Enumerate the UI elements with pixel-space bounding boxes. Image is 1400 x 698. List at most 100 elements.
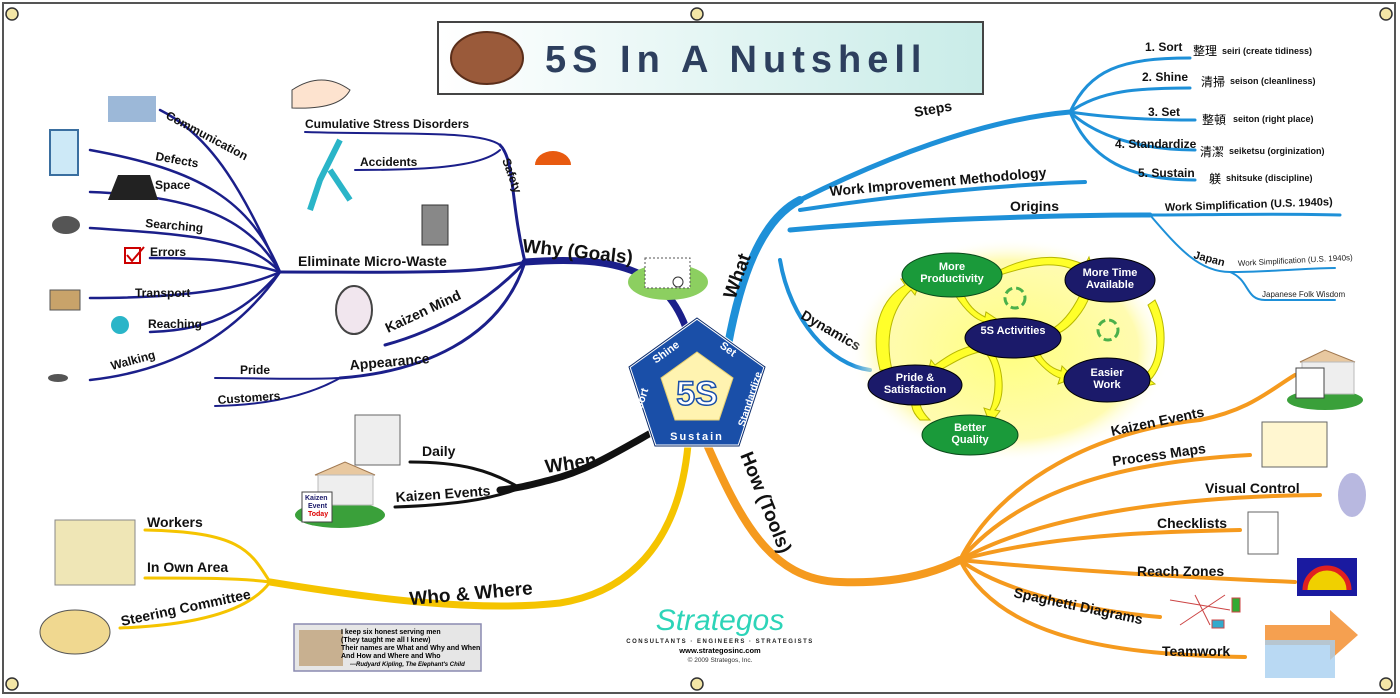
kipling-quote: I keep six honest serving men (They taug… (293, 623, 482, 672)
node-more-productivity: More Productivity (901, 252, 1003, 298)
logo-brand: Strategos (656, 604, 784, 637)
page-title: 5S In A Nutshell (545, 39, 927, 81)
step-romaji: shitsuke (discipline) (1226, 173, 1313, 183)
kipling-portrait (299, 630, 343, 666)
tool-checklists: Checklists (1157, 515, 1227, 531)
workers-label: Workers (147, 514, 203, 530)
node-label: 5S Activities (980, 325, 1046, 337)
step-romaji: seison (cleanliness) (1230, 76, 1316, 86)
node-label: More Productivity (920, 261, 984, 285)
window-icon (49, 129, 79, 176)
teamwork-people-icon (1265, 640, 1335, 678)
grid-floor-icon (108, 175, 158, 200)
quote-line: (They taught me all I knew) (341, 637, 430, 644)
trash-can-icon (421, 204, 449, 246)
node-label: More Time Available (1082, 267, 1138, 291)
step-sort: 1. Sort 整理 seiri (create tidiness) (1145, 40, 1312, 58)
step-romaji: seiri (create tidiness) (1222, 46, 1312, 56)
meeting-table-icon (39, 609, 111, 655)
accidents-label: Accidents (360, 155, 418, 169)
tool-visual-control: Visual Control (1205, 480, 1300, 496)
japan-folk-wisdom: Japanese Folk Wisdom (1262, 290, 1345, 299)
step-romaji: seiton (right place) (1233, 114, 1314, 124)
node-5s-activities: 5S Activities (964, 317, 1062, 359)
reaching-figure-icon (111, 316, 129, 334)
step-romaji: seiketsu (orginization) (1229, 146, 1325, 156)
why-icons (48, 79, 571, 382)
sign-event: Event (308, 503, 328, 510)
sign-kaizen: Kaizen (305, 495, 328, 502)
step-kanji: 躾 (1209, 171, 1221, 186)
quote-attribution: ---Rudyard Kipling, The Elephant's Child (350, 662, 465, 668)
step-kanji: 清掃 (1201, 74, 1225, 89)
step-kanji: 整理 (1193, 43, 1217, 58)
daily-label: Daily (422, 443, 456, 459)
quote-line: Their names are What and Why and When (341, 645, 480, 652)
node-label: Easier Work (1090, 367, 1124, 391)
origins-label: Origins (1010, 198, 1059, 214)
nut-icon (450, 31, 524, 85)
center-5s-node: 5S Shine Set Standardize Sustain Sort (627, 316, 767, 448)
binoculars-icon (52, 216, 80, 234)
cumulative-stress-label: Cumulative Stress Disorders (305, 117, 469, 131)
quote-line: I keep six honest serving men (341, 629, 441, 636)
quote-line: And How and Where and Who (341, 653, 441, 660)
step-label: 3. Set (1148, 105, 1180, 119)
node-label: Pride & Satisfaction (883, 372, 947, 396)
step-kanji: 整頓 (1202, 112, 1226, 127)
node-label: Better Quality (951, 422, 989, 446)
how-icons (1169, 349, 1366, 678)
when-kaizen-events-label: Kaizen Events (395, 482, 491, 505)
kaizen-event-tent-icon: Kaizen Event Today (295, 461, 385, 528)
branch-when (393, 421, 669, 509)
micro-waste-label: Eliminate Micro-Waste (298, 253, 447, 269)
traffic-light-icon (1338, 473, 1366, 517)
node-pride-satisfaction: Pride & Satisfaction (867, 364, 963, 406)
step-shine: 2. Shine 清掃 seison (cleanliness) (1142, 70, 1316, 89)
title-banner: 5S In A Nutshell (437, 21, 984, 95)
reaching-label: Reaching (148, 317, 202, 331)
footprints-icon (48, 374, 68, 382)
errors-label: Errors (150, 245, 186, 259)
checkbox-error-icon (124, 246, 145, 264)
step-label: 4. Standardize (1115, 137, 1197, 151)
customers-label: Customers (217, 389, 281, 407)
soccer-goal-icon (628, 257, 708, 300)
step-sustain: 5. Sustain 躾 shitsuke (discipline) (1138, 166, 1313, 186)
cart-icon (49, 289, 81, 311)
appearance-label: Appearance (349, 350, 430, 373)
transport-label: Transport (135, 286, 190, 300)
dynamics-cycle: More Productivity More Time Available 5S… (850, 238, 1170, 462)
searching-label: Searching (145, 216, 204, 235)
petal-sustain: Sustain (670, 431, 724, 443)
own-area-label: In Own Area (147, 559, 228, 575)
step-set: 3. Set 整頓 seiton (right place) (1148, 105, 1314, 127)
whiteboard-figure-icon (354, 414, 401, 466)
hardhat-icon (535, 151, 571, 165)
step-label: 5. Sustain (1138, 166, 1195, 180)
node-more-time: More Time Available (1064, 257, 1156, 303)
space-label: Space (155, 178, 191, 192)
step-label: 2. Shine (1142, 70, 1188, 84)
logo-copyright: © 2009 Strategos, Inc. (688, 656, 753, 664)
spaghetti-diagram-icon (1169, 594, 1241, 629)
branch-what (724, 56, 1342, 372)
grommets (5, 7, 1393, 691)
logo-url: www.strategosinc.com (678, 646, 761, 655)
step-kanji: 清潔 (1200, 145, 1224, 159)
center-5s-label: 5S (676, 375, 718, 413)
step-label: 1. Sort (1145, 40, 1182, 54)
tool-reach-zones: Reach Zones (1137, 563, 1224, 579)
pride-label: Pride (240, 363, 270, 377)
strategos-logo: Strategos CONSULTANTS · ENGINEERS · STRA… (626, 604, 814, 664)
hand-icon (291, 79, 351, 109)
falling-figure-icon (307, 138, 353, 211)
logo-tagline: CONSULTANTS · ENGINEERS · STRATEGISTS (626, 639, 814, 645)
step-standardize: 4. Standardize 清潔 seiketsu (orginization… (1115, 137, 1325, 159)
process-map-icon (1261, 421, 1328, 468)
node-better-quality: Better Quality (921, 414, 1019, 456)
branch-how (701, 373, 1322, 659)
arrow (954, 292, 999, 329)
workers-pipes-icon (108, 96, 156, 122)
